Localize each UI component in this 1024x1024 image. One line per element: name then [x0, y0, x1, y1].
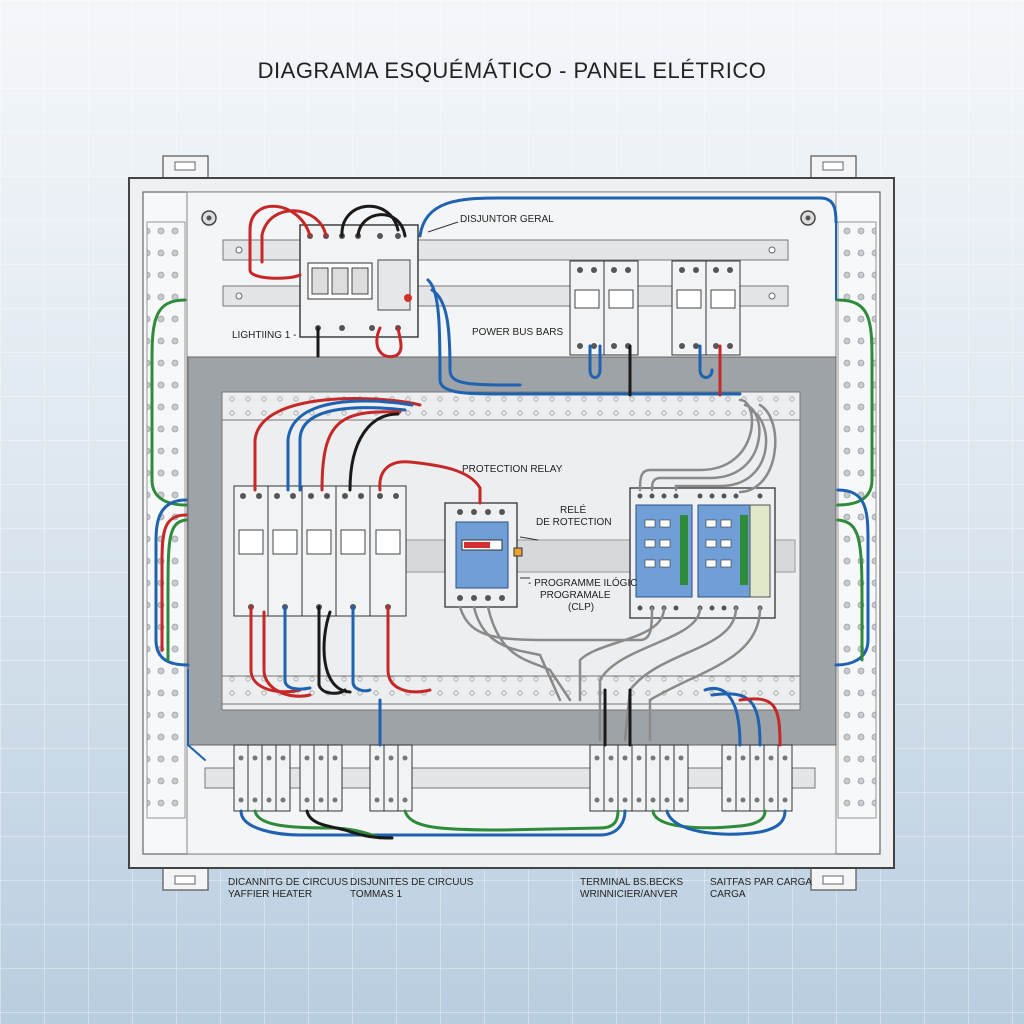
- label-plc-line3: (CLP): [568, 602, 595, 613]
- label-power-bus: POWER BUS BARS: [472, 327, 564, 338]
- label-bottom3-line1: TERMINAL BS.BECKS: [580, 877, 683, 888]
- terminal-screws: [238, 755, 788, 803]
- wiring: [150, 196, 874, 840]
- label-bottom3-line2: WRINNICIER/ANVER: [580, 889, 678, 900]
- label-bottom4-line2: CARGA: [710, 889, 746, 900]
- leader-lines: [427, 221, 539, 579]
- plc-controller: [629, 487, 776, 619]
- label-rele-line1: RELÉ: [560, 505, 587, 516]
- main-breaker: [299, 224, 419, 338]
- protection-relay: [444, 502, 523, 608]
- breaker-group-b: [671, 260, 741, 356]
- label-bottom1-line1: DICANNITG DE CIRCUUS: [228, 877, 349, 888]
- breaker-group-a: [569, 260, 639, 356]
- label-plc-line2: PROGRAMALE: [540, 590, 611, 601]
- label-lighting: LIGHTIING 1 -: [232, 330, 297, 341]
- label-plc-line1: - PROGRAMME ILÓGIC: [528, 578, 638, 589]
- terminal-blocks: [233, 744, 793, 812]
- label-bottom2-line2: TOMMAS 1: [350, 889, 403, 900]
- label-bottom1-line2: YAFFIER HEATER: [228, 889, 313, 900]
- circuit-breaker-row: [233, 485, 407, 617]
- label-bottom4-line1: SAITFAS PAR CARGA: [710, 877, 813, 888]
- label-bottom2-line1: DISJUNITES DE CIRCUUS: [350, 877, 474, 888]
- mounting-tabs: [162, 155, 857, 891]
- label-main-breaker: DISJUNTOR GERAL: [460, 214, 554, 225]
- label-protection-relay: PROTECTION RELAY: [462, 464, 563, 475]
- page-title: DIAGRAMA ESQUÉMÁTICO - PANEL ELÉTRICO: [257, 58, 767, 83]
- power-bus-breakers: [569, 260, 741, 356]
- label-rele-line2: DE ROTECTION: [536, 517, 612, 528]
